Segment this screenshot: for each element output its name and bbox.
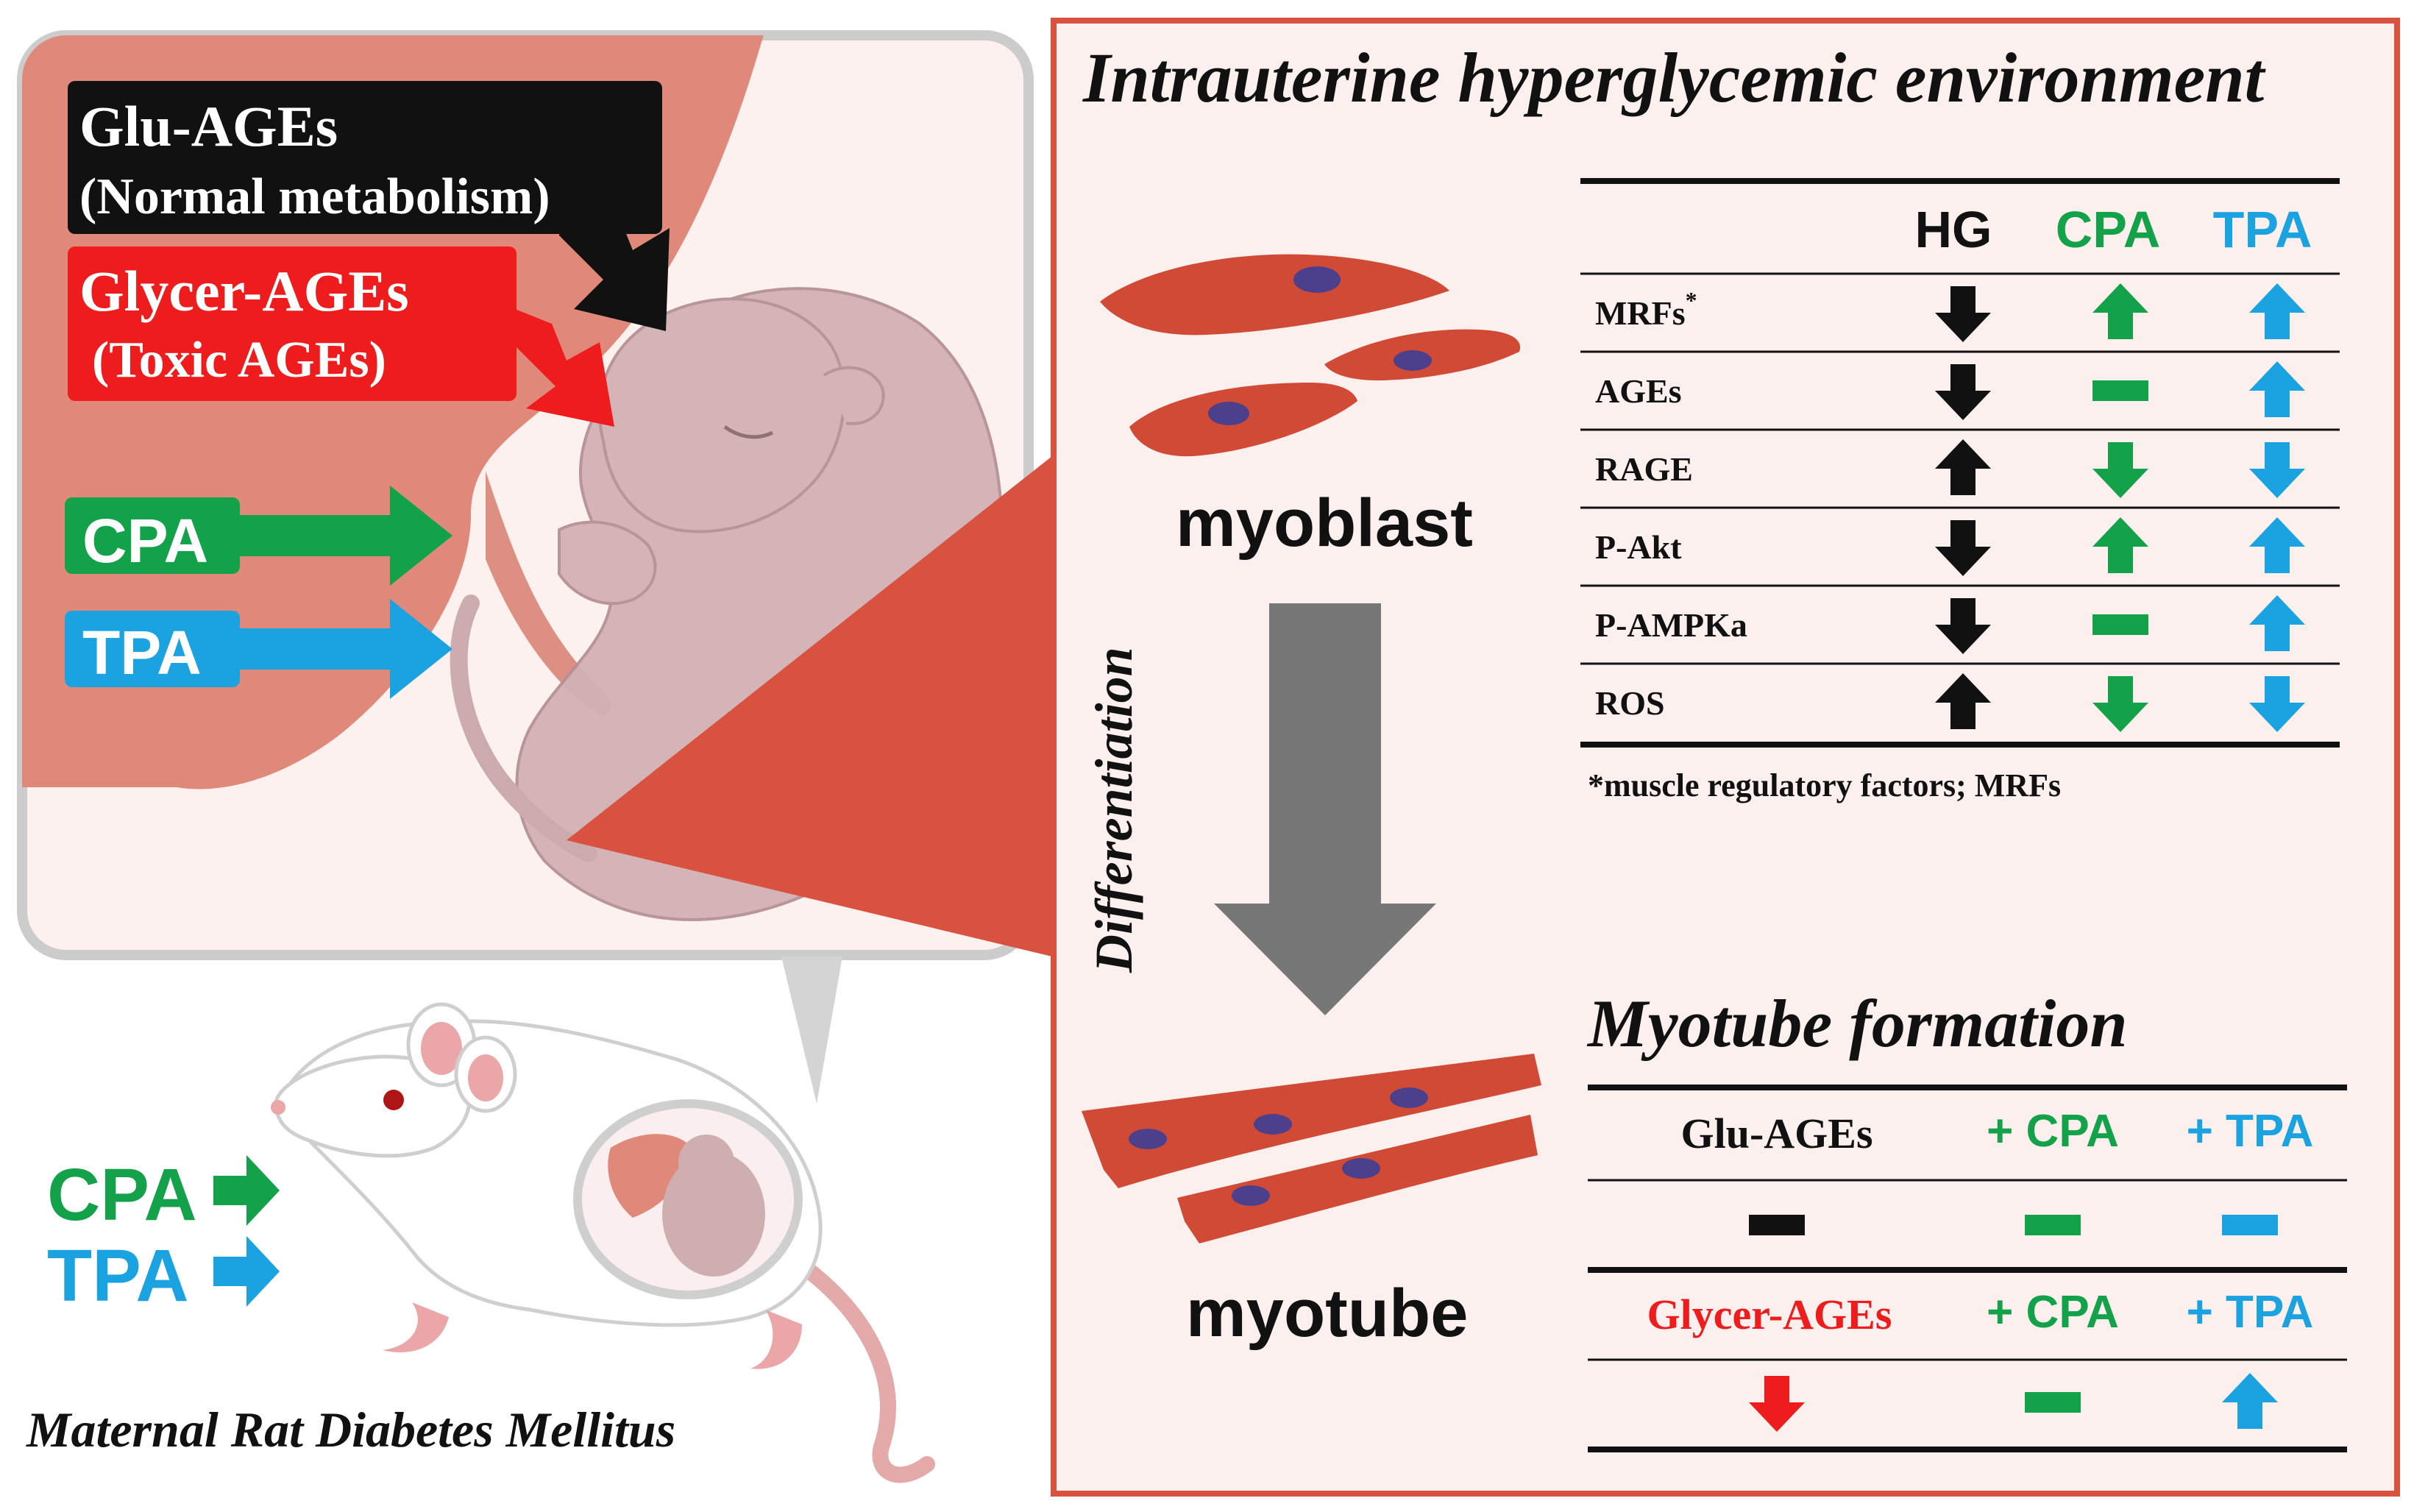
table1-down-mark [1935,598,1991,654]
table2-row1-cpa: + CPA [1987,1106,2119,1157]
right-panel-title: Intrauterine hyperglycemic environment [1082,38,2267,117]
rat-illustration [271,1002,935,1483]
table1-up-mark [2092,517,2148,573]
table1-row-label: P-AMPKa [1595,606,1747,644]
table2-row2-none-mark [2025,1392,2081,1413]
table1-row-label: RAGE [1595,450,1693,488]
cpa-arrow: CPA [65,486,452,586]
table1-up-mark [1935,439,1991,495]
table2-row1-none-mark [2025,1215,2081,1235]
zoom-triangle [567,456,1052,956]
glu-ages-subtitle: (Normal metabolism) [79,168,550,225]
table2-row1-none-mark [2222,1215,2278,1235]
rat-tpa-arrow [213,1236,280,1307]
tpa-arrow: TPA [65,599,452,699]
differentiation-arrow [1214,603,1436,1015]
myoblast-cells [1100,254,1521,457]
glycer-ages-box [68,246,516,401]
rat-cpa-label: CPA [47,1154,197,1236]
table2-row2-glycer-ages: Glycer-AGEs [1647,1291,1892,1338]
glycer-ages-title: Glycer-AGEs [79,259,409,323]
myotube-cells [1082,1054,1541,1243]
table1-up-mark [2249,283,2305,339]
table1-up-mark [1935,673,1991,729]
glu-ages-title: Glu-AGEs [79,94,338,158]
callout-tail [781,956,842,1104]
glycer-ages-subtitle: (Toxic AGEs) [92,332,386,388]
uterus-panel: Glu-AGEs (Normal metabolism) Glycer-AGEs… [17,30,1034,960]
myoblast-label: myoblast [1176,486,1473,561]
table2-row2-cpa: + CPA [1987,1287,2119,1338]
cpa-label: CPA [82,506,208,575]
table2-row2-down-mark [1749,1376,1805,1432]
table2-row2-tpa: + TPA [2187,1287,2314,1338]
table1-up-mark [2249,595,2305,651]
myotube-formation-title: Myotube formation [1586,986,2127,1061]
myotube-table: Glu-AGEs + CPA + TPA Glycer-AGEs + CPA +… [1588,1085,2347,1452]
table1-down-mark [1935,520,1991,576]
table1-row-label: AGEs [1595,372,1682,410]
table1-down-mark [2092,676,2148,732]
table2-row1-tpa: + TPA [2187,1106,2314,1157]
table1-header-hg: HG [1915,201,1992,258]
rat-cpa-arrow [213,1155,280,1226]
effects-table: HG CPA TPA MRFs*AGEsRAGEP-AktP-AMPKaROS … [1580,178,2340,803]
figure-caption: Maternal Rat Diabetes Mellitus [26,1402,675,1458]
table1-down-mark [1935,286,1991,342]
table1-down-mark [2092,442,2148,498]
table1-none-mark [2092,380,2148,401]
rat-tpa-label: TPA [47,1235,189,1317]
glu-ages-arrow [559,184,670,331]
table1-down-mark [2249,676,2305,732]
table1-row-label: MRFs* [1595,287,1697,332]
table1-none-mark [2092,614,2148,635]
table2-row1-none-mark [1749,1215,1805,1235]
table1-up-mark [2249,517,2305,573]
table1-row-label: P-Akt [1595,528,1682,566]
table1-up-mark [2092,283,2148,339]
table1-up-mark [2249,361,2305,417]
table1-down-mark [2249,442,2305,498]
table1-row-label: ROS [1595,684,1665,722]
table2-row1-glu-ages: Glu-AGEs [1680,1110,1872,1157]
tpa-label: TPA [82,618,202,687]
glu-ages-box [68,81,662,234]
differentiation-label: Differentiation [1084,647,1143,973]
table1-down-mark [1935,364,1991,420]
glycer-ages-arrow [515,309,614,427]
myotube-label: myotube [1186,1276,1468,1351]
table1-header-cpa: CPA [2056,201,2161,258]
table1-footnote: *muscle regulatory factors; MRFs [1588,767,2061,803]
table2-row2-up-mark [2222,1373,2278,1429]
table1-header-tpa: TPA [2213,201,2312,258]
